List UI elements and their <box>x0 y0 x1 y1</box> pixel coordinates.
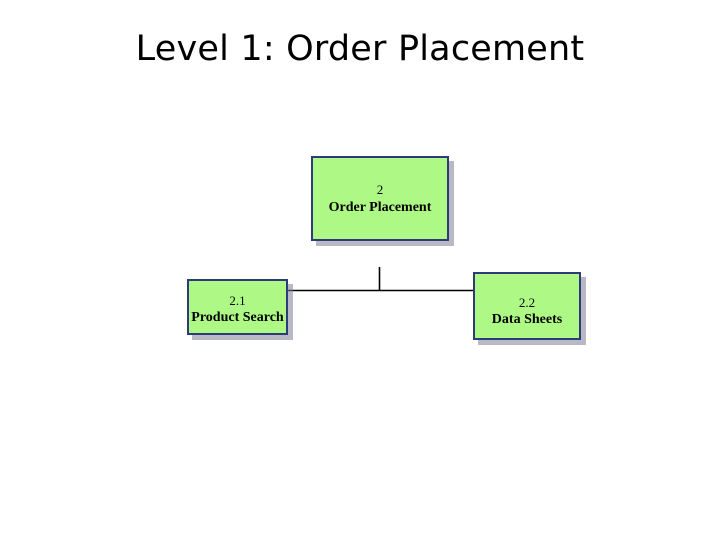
process-box-data-sheets[interactable]: 2.2 Data Sheets <box>473 272 581 340</box>
process-box-order-placement[interactable]: 2 Order Placement <box>311 156 449 241</box>
process-id: 2 <box>376 181 384 197</box>
process-id: 2.1 <box>229 292 246 308</box>
process-label: Product Search <box>191 309 284 325</box>
process-label: Order Placement <box>328 199 432 215</box>
process-id: 2.2 <box>518 294 536 310</box>
page-title: Level 1: Order Placement <box>135 29 585 69</box>
process-box-product-search[interactable]: 2.1 Product Search <box>187 279 288 335</box>
process-label: Data Sheets <box>491 311 563 327</box>
